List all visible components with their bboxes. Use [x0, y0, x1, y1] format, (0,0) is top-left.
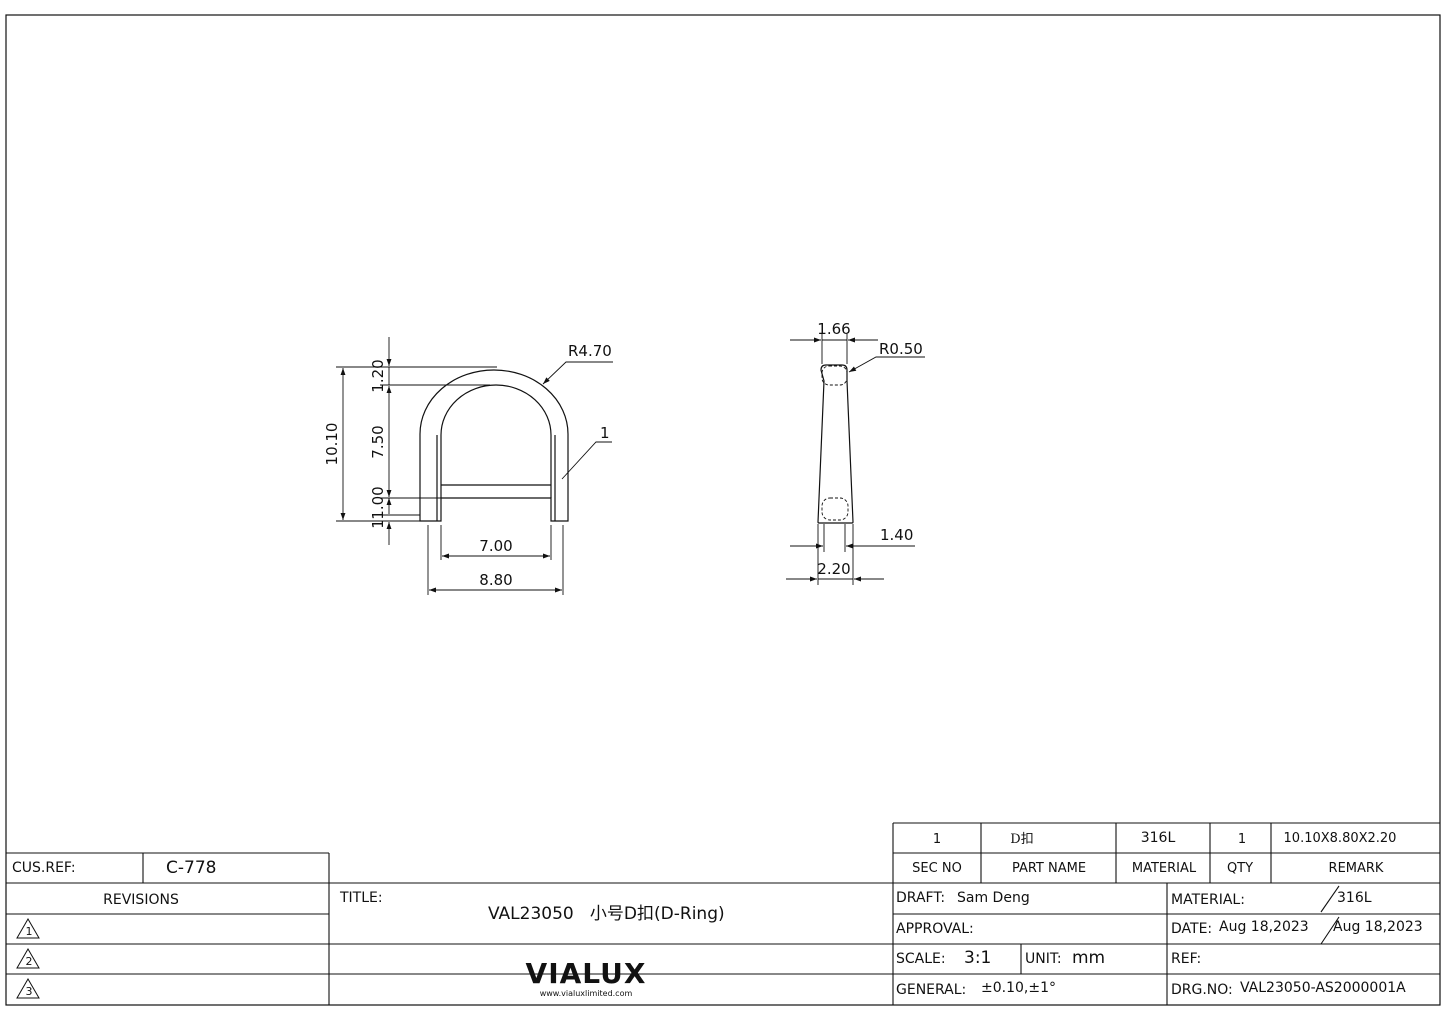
revision-mark-3: 3 — [26, 985, 33, 998]
general-value: ±0.10,±1° — [981, 980, 1056, 996]
dim-radius: R4.70 — [568, 342, 612, 360]
scale-value: 3:1 — [964, 948, 992, 968]
side-view-dimension-text: 1.66 R0.50 1.40 2.20 — [817, 320, 923, 578]
revision-triangles — [16, 918, 40, 999]
ref-label: REF: — [1171, 951, 1202, 967]
company-logo: VIALUX www.vialuxlimited.com — [526, 960, 647, 998]
dim-inner-width: 7.00 — [479, 537, 512, 555]
logo-website: www.vialuxlimited.com — [539, 989, 633, 998]
revisions-label: REVISIONS — [103, 892, 179, 908]
dim-top-thickness: 1.20 — [369, 359, 387, 392]
title-block-lines — [6, 822, 1440, 1005]
front-view-dimension-text: 10.10 1.20 7.50 1.00 1 R4.70 7.00 8.80 1 — [323, 342, 612, 589]
logo-text: VIALUX — [525, 957, 647, 990]
dim-outer-width: 8.80 — [479, 571, 512, 589]
side-view-outline — [817, 364, 854, 524]
d-ring-outer-outline — [419, 369, 569, 522]
drawing-title: VAL23050 小号D扣(D-Ring) — [488, 904, 725, 924]
front-view-dimensions — [336, 337, 613, 595]
drg-no-value: VAL23050-AS2000001A — [1240, 980, 1406, 996]
unit-label: UNIT: — [1025, 951, 1062, 967]
revision-mark-2: 2 — [26, 955, 33, 968]
parts-part-name: D扣 — [1010, 832, 1034, 847]
dim-side-radius: R0.50 — [879, 340, 923, 358]
revision-mark-1: 1 — [26, 925, 33, 938]
dim-top-width: 1.66 — [817, 320, 850, 338]
parts-remark: 10.10X8.80X2.20 — [1283, 831, 1397, 846]
draft-value: Sam Deng — [957, 890, 1030, 906]
header-remark: REMARK — [1328, 861, 1384, 876]
front-view — [419, 369, 569, 522]
parts-sec-no: 1 — [932, 832, 942, 847]
title-label: TITLE: — [340, 890, 383, 906]
cus-ref-label: CUS.REF: — [12, 860, 76, 876]
side-view-dimensions — [786, 334, 925, 585]
general-label: GENERAL: — [896, 982, 967, 998]
approval-label: APPROVAL: — [896, 921, 974, 937]
parts-material: 316L — [1140, 830, 1176, 846]
drg-no-label: DRG.NO: — [1171, 982, 1233, 998]
dim-bottom-inner: 1.40 — [880, 526, 913, 544]
d-ring-inner-outline — [440, 384, 552, 498]
header-sec-no: SEC NO — [912, 861, 962, 876]
part-balloon: 1 — [600, 424, 610, 442]
revision-triangle-3 — [16, 978, 40, 999]
unit-value: mm — [1072, 948, 1106, 968]
revision-triangle-2 — [16, 948, 40, 969]
parts-qty: 1 — [1237, 832, 1247, 847]
bottom-section-hidden — [821, 497, 849, 521]
date-label: DATE: — [1171, 921, 1213, 937]
dim-inner-height: 7.50 — [369, 425, 387, 458]
scale-label: SCALE: — [896, 951, 946, 967]
cus-ref-value: C-778 — [166, 858, 217, 878]
dim-bottom-gap: 1 — [369, 519, 387, 529]
sheet-border — [5, 14, 1441, 1006]
material-value: 316L — [1337, 890, 1372, 906]
dim-bottom-width: 2.20 — [817, 560, 850, 578]
draft-label: DRAFT: — [896, 890, 946, 906]
revision-triangle-1 — [16, 918, 40, 939]
header-material: MATERIAL — [1131, 861, 1197, 876]
header-part-name: PART NAME — [1011, 861, 1087, 876]
header-qty: QTY — [1226, 861, 1254, 876]
dim-overall-height: 10.10 — [323, 423, 341, 466]
date-value-2: Aug 18,2023 — [1333, 919, 1423, 935]
date-value-1: Aug 18,2023 — [1219, 919, 1309, 935]
side-view — [817, 364, 854, 524]
material-label: MATERIAL: — [1171, 892, 1245, 908]
top-section-hidden — [821, 365, 848, 386]
dim-bar-thickness: 1.00 — [369, 486, 387, 519]
